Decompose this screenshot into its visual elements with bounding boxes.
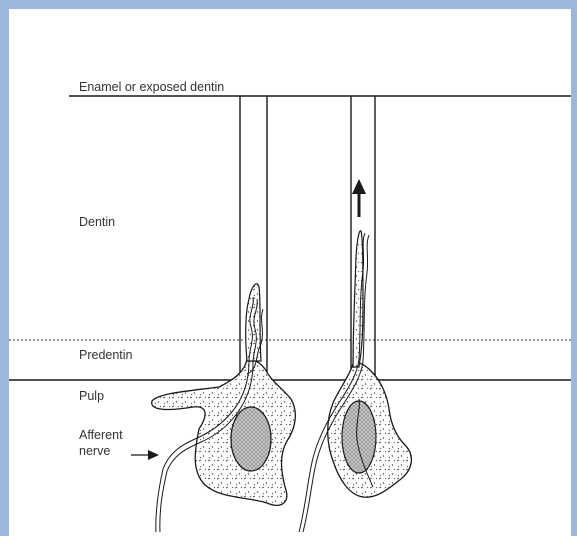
nucleus-left	[231, 407, 271, 471]
label-pulp: Pulp	[79, 390, 104, 403]
fluid-arrow-head	[352, 179, 366, 194]
odontoblast-left	[152, 359, 296, 505]
label-dentin: Dentin	[79, 216, 115, 229]
label-enamel: Enamel or exposed dentin	[79, 81, 224, 94]
label-afferent: Afferent	[79, 429, 123, 442]
pulp-boundary	[9, 96, 571, 380]
label-nerve: nerve	[79, 445, 110, 458]
afferent-pointer-head	[148, 450, 159, 460]
label-predentin: Predentin	[79, 349, 133, 362]
odontoblast-right-process	[353, 231, 363, 367]
